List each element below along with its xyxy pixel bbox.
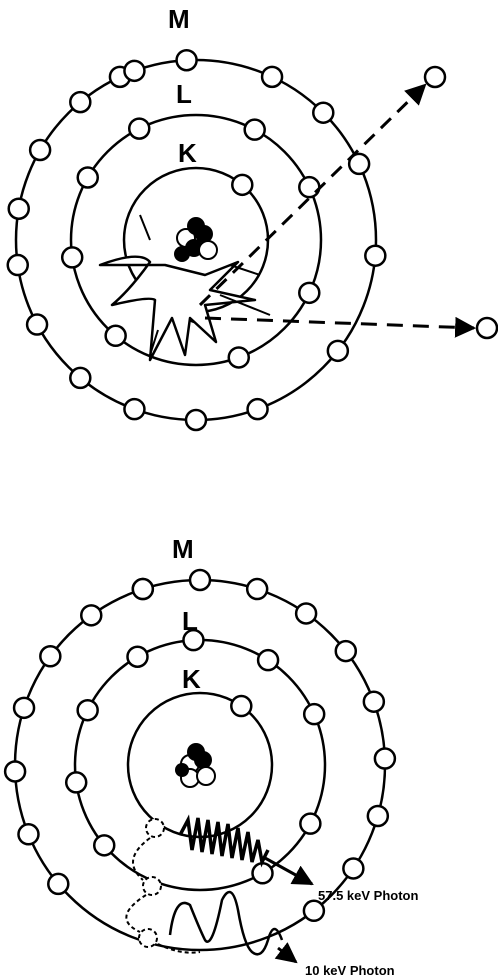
electron-vacancies (138, 818, 165, 948)
electron (302, 899, 326, 923)
electron (362, 690, 386, 713)
l-shell-label: L (182, 606, 198, 636)
photon-label-57: 57.5 keV Photon (318, 888, 418, 903)
electron (126, 645, 149, 668)
l-shell-label: L (176, 79, 192, 109)
electron (184, 408, 208, 432)
electron (175, 48, 198, 72)
electron (230, 694, 253, 718)
electron (364, 244, 387, 267)
electron-group (3, 568, 397, 923)
collision-burst (98, 255, 257, 362)
photon-arrow-57 (264, 856, 314, 886)
m-shell-label: M (172, 534, 194, 564)
k-shell-label: K (178, 138, 197, 168)
electron (3, 760, 27, 783)
electron (334, 639, 358, 663)
electron (182, 628, 205, 652)
electron (294, 602, 318, 625)
electron (243, 118, 266, 141)
photon-wave-57 (178, 814, 270, 868)
electron (366, 804, 390, 828)
electron (47, 872, 70, 896)
photon-arrow-10 (274, 942, 298, 964)
electron (302, 702, 326, 726)
electron (69, 366, 92, 390)
electron (69, 90, 92, 114)
electron (245, 577, 269, 601)
nucleus (174, 217, 218, 262)
electron (80, 604, 103, 627)
electron (17, 823, 40, 846)
photon-wave-10 (168, 890, 284, 956)
electron (347, 152, 371, 176)
ejected-electron (423, 65, 447, 89)
electron (123, 59, 146, 83)
ejected-electron-path-lower (204, 316, 477, 338)
burst-lines (139, 214, 271, 356)
electron (76, 166, 99, 189)
electron-transition-path (125, 837, 201, 954)
ejected-electron (475, 316, 498, 340)
electron (123, 397, 146, 421)
electron (131, 577, 155, 601)
electron (6, 253, 30, 277)
electron (60, 246, 84, 269)
m-shell-label: M (168, 4, 190, 34)
electron (312, 101, 335, 124)
electron (326, 339, 350, 363)
ionization-diagram: M L K (6, 4, 498, 432)
electron (251, 862, 274, 885)
photon-label-10: 10 keV Photon (305, 963, 395, 978)
ejected-electron-path-upper (198, 83, 427, 307)
electron (260, 65, 284, 89)
electron (298, 281, 321, 305)
electron (246, 397, 269, 421)
electron (342, 857, 365, 880)
electron (299, 812, 322, 835)
electron (64, 771, 88, 794)
electron (227, 346, 251, 369)
nucleus (175, 743, 216, 788)
electron (188, 568, 212, 592)
electron (76, 698, 99, 722)
electron (298, 175, 321, 199)
electron (231, 173, 254, 197)
l-shell-orbit (69, 113, 323, 367)
electron (104, 324, 127, 348)
k-shell-label: K (182, 664, 201, 694)
electron (7, 197, 30, 220)
electron (25, 313, 49, 336)
electron (373, 747, 397, 770)
electron (28, 138, 52, 162)
electron (256, 648, 280, 672)
electron (39, 645, 62, 668)
electron (12, 696, 36, 720)
electron (92, 834, 116, 857)
electron (128, 117, 151, 140)
emission-diagram: M L K 57.5 keV Photon 10 keV Photon (3, 534, 418, 978)
